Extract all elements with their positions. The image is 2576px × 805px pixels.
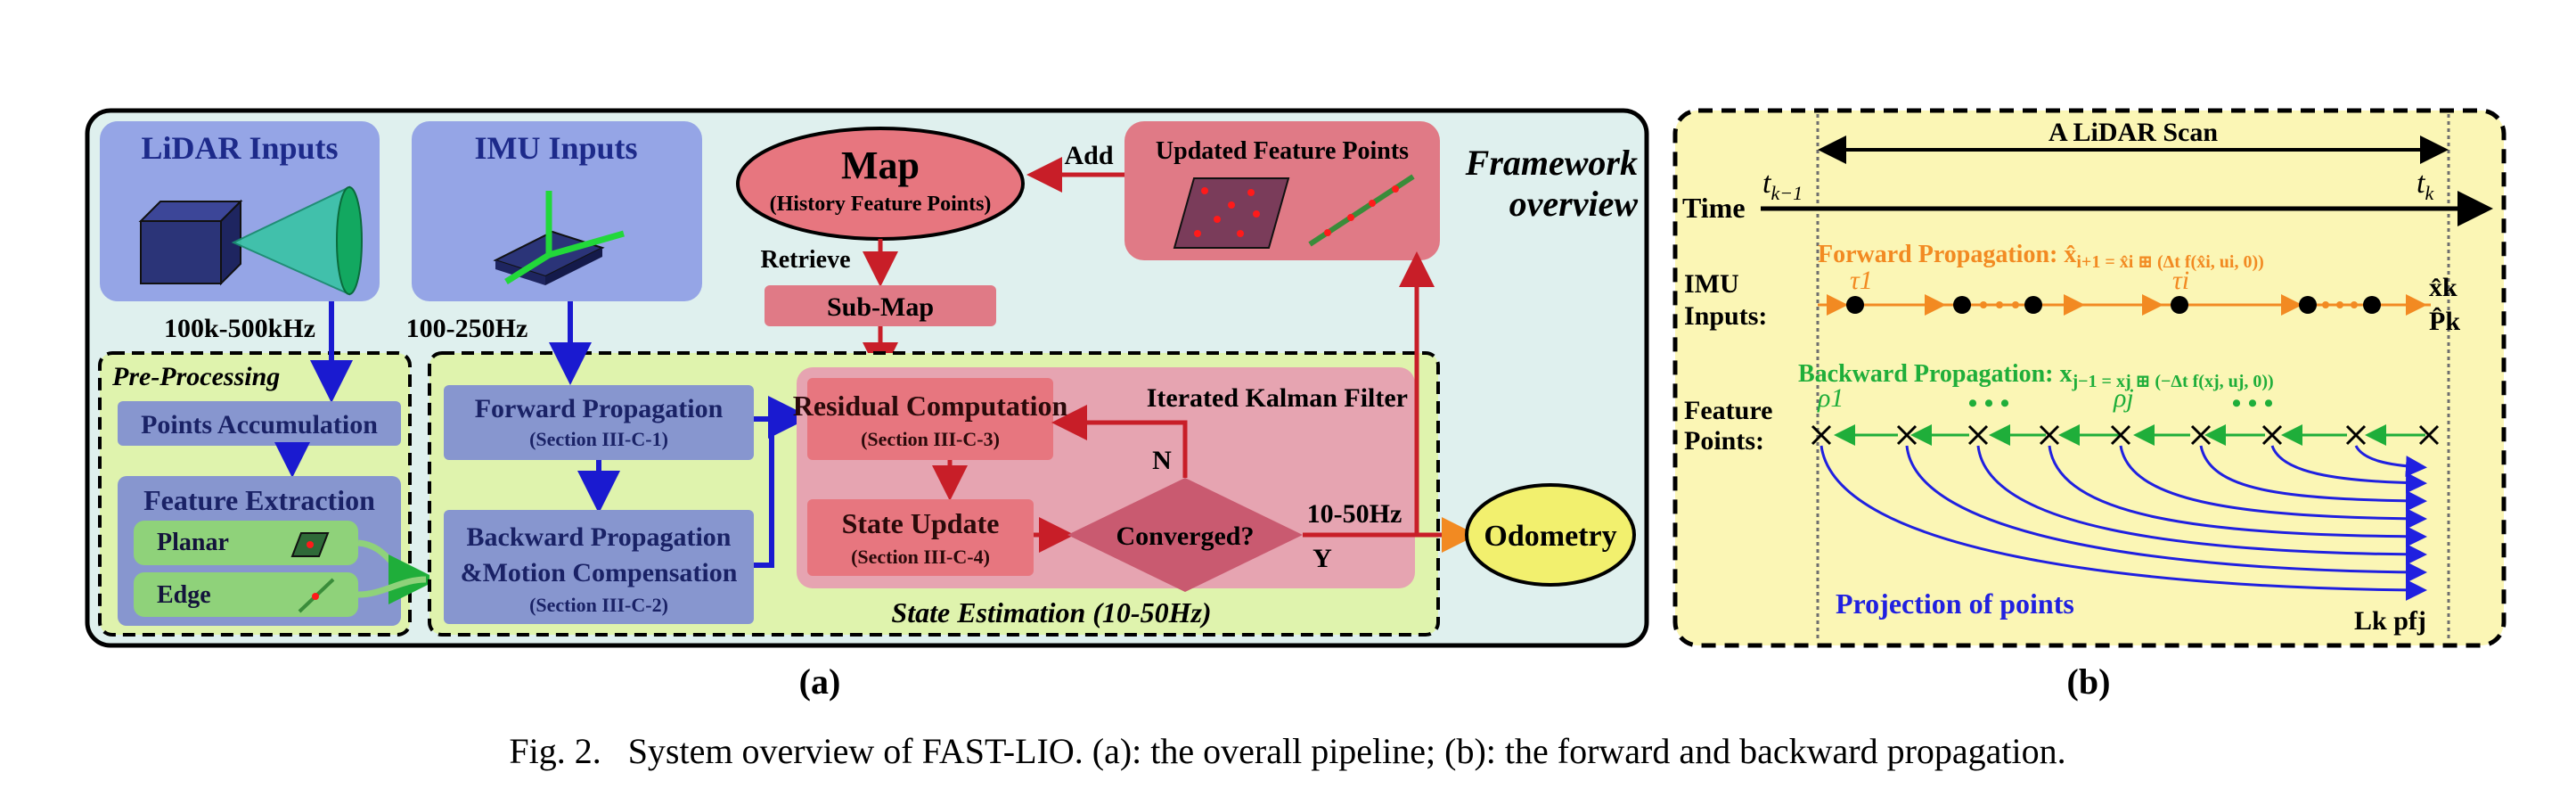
backward-propagation-section: (Section III-C-2) bbox=[529, 594, 668, 616]
imu-row-label-2: Inputs: bbox=[1684, 301, 1767, 331]
sub-map-box bbox=[765, 285, 996, 326]
planar-label: Planar bbox=[157, 529, 229, 556]
edge-label: Edge bbox=[157, 581, 211, 609]
backward-propagation-box bbox=[444, 510, 754, 624]
lk-pfj-label: Lk pfj bbox=[2354, 606, 2426, 636]
tau-i-label: τi bbox=[2172, 266, 2189, 295]
backward-propagation-equation: Backward Propagation: xj−1 = xj ⊞ (−Δt f… bbox=[1798, 360, 2274, 391]
feature-ellipsis-1: • • • bbox=[1968, 389, 2010, 418]
rho-j-label: ρj bbox=[2113, 383, 2134, 413]
retrieve-label: Retrieve bbox=[760, 246, 850, 274]
points-accumulation-box bbox=[118, 401, 401, 446]
edge-box bbox=[134, 572, 358, 617]
t-start-label: tk−1 bbox=[1762, 167, 1803, 204]
panel-b: A LiDAR Scan Time tk−1 tk IMU Inputs: Fo… bbox=[1672, 108, 2506, 648]
points-accumulation-label: Points Accumulation bbox=[141, 410, 378, 439]
converged-label: Converged? bbox=[1116, 522, 1255, 551]
residual-computation-label: Residual Computation bbox=[793, 390, 1068, 422]
time-label: Time bbox=[1682, 192, 1746, 224]
lidar-inputs-title: LiDAR Inputs bbox=[141, 130, 338, 166]
state-update-section: (Section III-C-4) bbox=[851, 546, 990, 568]
backward-propagation-label: Backward Propagation bbox=[467, 522, 732, 552]
forward-propagation-box bbox=[444, 385, 754, 460]
map-subtitle: (History Feature Points) bbox=[770, 193, 992, 216]
edge-points-icon bbox=[1308, 174, 1415, 247]
state-update-label: State Update bbox=[842, 507, 1000, 539]
state-estimation-title: State Estimation (10-50Hz) bbox=[891, 596, 1211, 628]
pre-processing-title: Pre-Processing bbox=[111, 362, 280, 391]
rho-1-label: ρ1 bbox=[1817, 383, 1844, 413]
imu-rate-label: 100-250Hz bbox=[406, 314, 528, 343]
figure-caption: Fig. 2. System overview of FAST-LIO. (a)… bbox=[509, 731, 2065, 771]
iekf-title: Iterated Kalman Filter bbox=[1147, 383, 1408, 413]
planar-icon bbox=[290, 532, 330, 557]
framework-overview-title: Framework bbox=[1465, 143, 1638, 183]
scan-title: A LiDAR Scan bbox=[2049, 118, 2218, 147]
imu-inputs-title: IMU Inputs bbox=[474, 130, 637, 166]
imu-row-label-1: IMU bbox=[1684, 269, 1739, 299]
feature-ellipsis-2: • • • bbox=[2232, 389, 2274, 418]
imu-points bbox=[1846, 296, 2381, 314]
sub-map-label: Sub-Map bbox=[827, 292, 934, 322]
forward-propagation-section: (Section III-C-1) bbox=[529, 428, 668, 450]
imu-inputs-box bbox=[412, 121, 702, 301]
y-label: Y bbox=[1313, 544, 1332, 573]
projection-label: Projection of points bbox=[1836, 587, 2074, 620]
updated-feature-points-title: Updated Feature Points bbox=[1156, 137, 1409, 165]
p-k-label: P̂k bbox=[2429, 307, 2460, 336]
residual-computation-box bbox=[807, 378, 1053, 460]
features-to-backward-arrow-2 bbox=[357, 576, 427, 598]
converged-diamond bbox=[1067, 478, 1303, 592]
forward-propagation-equation: Forward Propagation: x̂i+1 = x̂i ⊞ (Δt f… bbox=[1818, 241, 2264, 272]
odometry-ellipse bbox=[1465, 483, 1636, 587]
edge-icon bbox=[298, 578, 335, 613]
panel-a-label: (a) bbox=[799, 661, 841, 702]
feature-row-label-2: Points: bbox=[1684, 426, 1764, 456]
n-label: N bbox=[1152, 446, 1172, 475]
framework-overview-title-2: overview bbox=[1509, 184, 1639, 224]
tau-1-label: τ1 bbox=[1850, 266, 1873, 295]
map-title: Map bbox=[841, 144, 920, 187]
odometry-label: Odometry bbox=[1484, 520, 1616, 553]
feature-points bbox=[1811, 424, 2440, 446]
output-rate-label: 10-50Hz bbox=[1307, 499, 1402, 529]
state-update-box bbox=[807, 499, 1034, 576]
imu-sensor-icon bbox=[493, 191, 625, 285]
forward-propagation-label: Forward Propagation bbox=[475, 394, 724, 423]
feature-extraction-label: Feature Extraction bbox=[143, 484, 375, 516]
imu-ellipsis-dots bbox=[1980, 301, 2358, 308]
not-converged-arrow bbox=[1051, 405, 1188, 478]
lidar-sensor-icon bbox=[138, 185, 363, 296]
projection-arrows bbox=[1820, 445, 2427, 601]
lidar-rate-label: 100k-500kHz bbox=[164, 314, 315, 343]
panel-a: Framework overview LiDAR Inputs 100k-500… bbox=[85, 108, 1649, 648]
x-k-label: x̂k bbox=[2429, 273, 2457, 302]
add-label: Add bbox=[1064, 141, 1113, 170]
t-end-label: tk bbox=[2417, 167, 2434, 204]
panel-b-frame bbox=[1672, 108, 2506, 648]
backward-motion-label: &Motion Compensation bbox=[461, 558, 738, 587]
residual-computation-section: (Section III-C-3) bbox=[861, 428, 1000, 450]
feature-row-label-1: Feature bbox=[1684, 396, 1772, 425]
panel-b-label: (b) bbox=[2067, 661, 2111, 702]
backward-to-residual-arrow bbox=[754, 419, 774, 568]
planar-points-icon bbox=[1173, 177, 1290, 249]
